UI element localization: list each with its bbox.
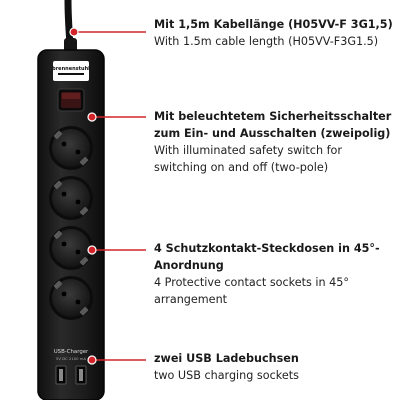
callout-cable: Mit 1,5m Kabellänge (H05VV-F 3G1,5) With… (154, 16, 398, 50)
callout-usb: zwei USB Ladebuchsen two USB charging so… (154, 350, 398, 384)
callout-sockets-en: 4 Protective contact sockets in 45° arra… (154, 276, 349, 306)
power-cable (64, 0, 74, 48)
callout-switch-de: Mit beleuchtetem Sicherheitsschalter zum… (154, 110, 392, 140)
callout-sockets: 4 Schutzkontakt-Steckdosen in 45°-Anordn… (154, 240, 398, 308)
usb-port-2-tongue (79, 369, 83, 381)
usb-spec: 5V DC 2100 mA (56, 356, 87, 361)
callout-sockets-de: 4 Schutzkontakt-Steckdosen in 45°-Anordn… (154, 242, 380, 272)
safety-switch (57, 88, 85, 112)
usb-port-1-tongue (59, 369, 63, 381)
callout-switch-en: With illuminated safety switch for switc… (154, 144, 342, 174)
brand-logo-text: brennenstuhl (52, 66, 90, 72)
brand-logo: brennenstuhl (52, 61, 90, 81)
usb-panel: USB-Charger 5V DC 2100 mA (54, 349, 89, 385)
callout-switch: Mit beleuchtetem Sicherheitsschalter zum… (154, 108, 398, 176)
socket-2 (49, 176, 93, 220)
socket-4 (49, 276, 93, 320)
callout-usb-en: two USB charging sockets (154, 369, 299, 382)
socket-3 (49, 226, 93, 270)
callout-connector-1 (69, 27, 146, 37)
callout-usb-de: zwei USB Ladebuchsen (154, 352, 299, 365)
power-strip-edge (37, 49, 105, 400)
callout-cable-de: Mit 1,5m Kabellänge (H05VV-F 3G1,5) (154, 18, 393, 31)
callout-connector-3 (87, 245, 146, 255)
usb-label: USB-Charger (54, 349, 89, 355)
callout-connector-2 (87, 112, 146, 122)
callout-connector-4 (87, 355, 146, 365)
callout-cable-en: With 1.5m cable length (H05VV-F3G1.5) (154, 35, 379, 48)
socket-1 (49, 126, 93, 170)
